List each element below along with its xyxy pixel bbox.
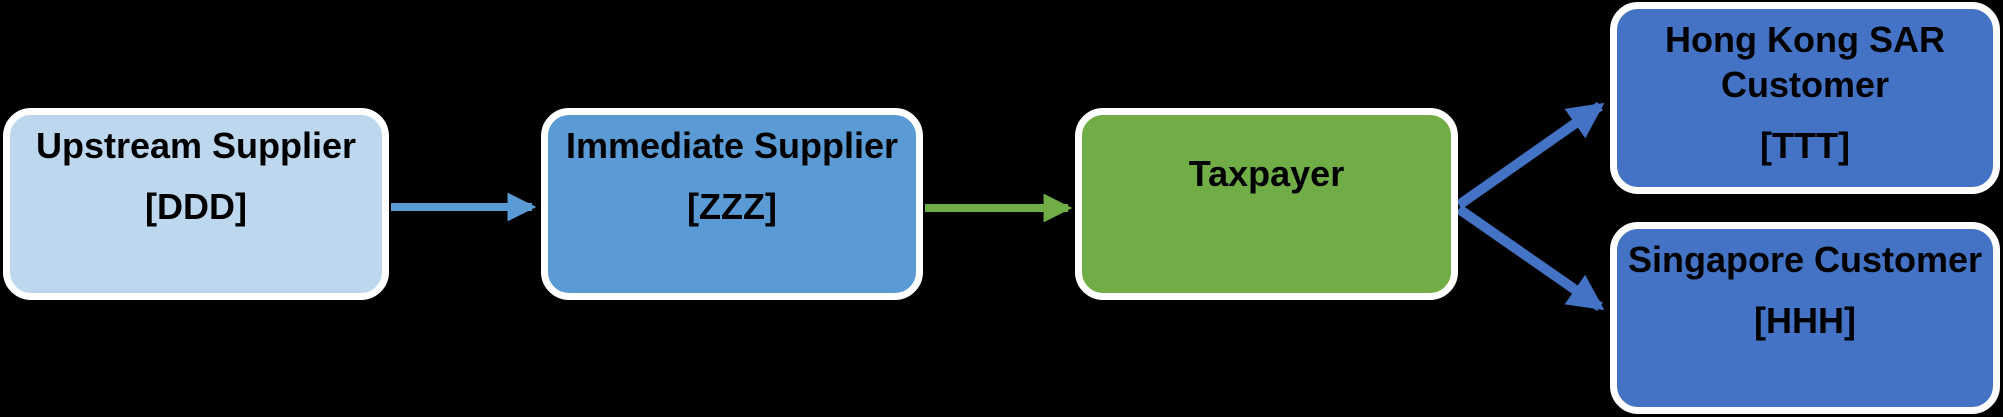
node-taxpayer: Taxpayer <box>1075 108 1458 300</box>
arrow-taxpayer-to-singapore <box>1456 204 1605 312</box>
node-immediate-supplier: Immediate Supplier [ZZZ] <box>541 108 923 300</box>
node-upstream-supplier: Upstream Supplier [DDD] <box>3 108 389 300</box>
node-immediate-supplier-title: Immediate Supplier <box>565 125 899 166</box>
node-hongkong-customer-title: Hong Kong SAR Customer <box>1665 19 1945 105</box>
node-upstream-supplier-title: Upstream Supplier <box>35 125 357 166</box>
node-hongkong-customer: Hong Kong SAR Customer [TTT] <box>1610 2 2000 194</box>
node-upstream-supplier-code: [DDD] <box>145 186 247 227</box>
node-singapore-customer: Singapore Customer [HHH] <box>1610 222 2000 414</box>
node-hongkong-customer-code: [TTT] <box>1760 125 1850 166</box>
node-immediate-supplier-code: [ZZZ] <box>687 186 777 227</box>
arrow-taxpayer-to-hongkong <box>1456 101 1605 210</box>
node-taxpayer-title: Taxpayer <box>1188 153 1345 194</box>
node-singapore-customer-title: Singapore Customer <box>1627 239 1983 280</box>
node-singapore-customer-code: [HHH] <box>1754 300 1856 341</box>
